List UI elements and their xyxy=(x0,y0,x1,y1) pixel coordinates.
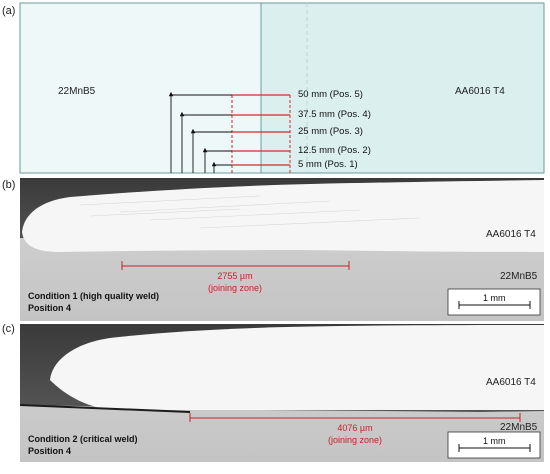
steel-label-b: 22MnB5 xyxy=(500,271,538,282)
position-arrows xyxy=(168,91,232,173)
condition-title-c: Condition 2 (critical weld) xyxy=(28,434,138,444)
position-label-3: 25 mm (Pos. 3) xyxy=(298,126,363,137)
aluminium-region-b xyxy=(22,180,544,252)
panel-a-schematic xyxy=(19,2,545,174)
condition-title-b: Condition 1 (high quality weld) xyxy=(28,291,159,301)
aluminium-sheet-region xyxy=(260,2,545,174)
position-lines xyxy=(232,94,290,166)
joining-zone-label-c: (joining zone) xyxy=(327,435,383,445)
steel-label-c: 22MnB5 xyxy=(500,422,538,433)
steel-sheet-region xyxy=(19,2,262,174)
joining-zone-value-c: 4076 µm xyxy=(337,423,373,433)
panel-label-c: (c) xyxy=(2,323,15,335)
position-label-5: 50 mm (Pos. 5) xyxy=(298,89,363,100)
aluminium-region-c xyxy=(50,325,544,410)
position-label-4: 37.5 mm (Pos. 4) xyxy=(298,109,371,120)
steel-material-label: 22MnB5 xyxy=(58,86,96,97)
scale-bar-label-c: 1 mm xyxy=(483,436,506,446)
condition-position-b: Position 4 xyxy=(28,303,72,313)
scale-bar-label-b: 1 mm xyxy=(483,293,506,303)
aluminium-material-label: AA6016 T4 xyxy=(455,86,505,97)
panel-c-micrograph xyxy=(19,324,544,462)
panel-label-a: (a) xyxy=(2,5,16,17)
panel-b-micrograph xyxy=(20,178,544,321)
condition-position-c: Position 4 xyxy=(28,446,72,456)
aluminium-label-b: AA6016 T4 xyxy=(486,229,536,240)
panel-label-b: (b) xyxy=(2,179,16,191)
aluminium-label-c: AA6016 T4 xyxy=(486,377,536,388)
joining-zone-label-b: (joining zone) xyxy=(207,283,263,293)
position-label-1: 5 mm (Pos. 1) xyxy=(298,159,358,170)
joining-zone-value-b: 2755 µm xyxy=(217,271,253,281)
position-label-2: 12.5 mm (Pos. 2) xyxy=(298,145,371,156)
